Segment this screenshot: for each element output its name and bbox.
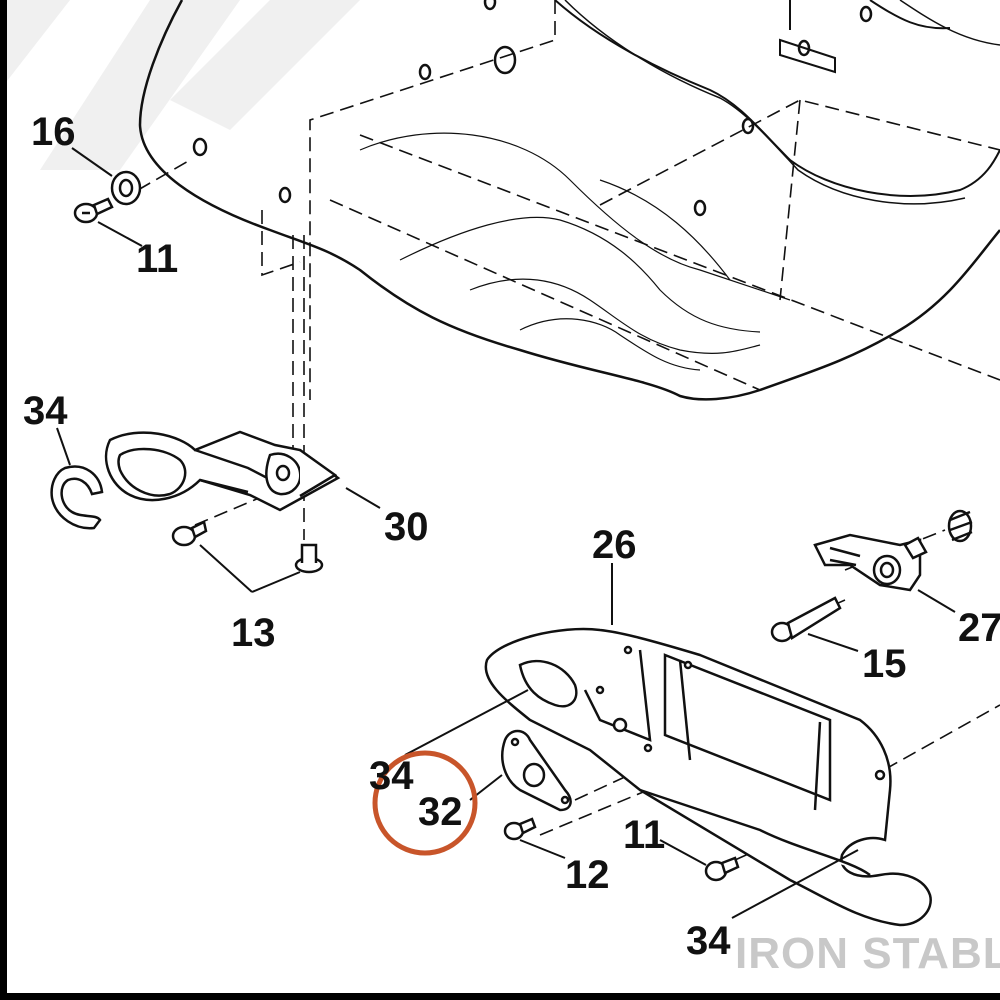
callout-34-left: 34	[23, 389, 68, 433]
assembly-lines	[137, 0, 1000, 861]
washer-16	[110, 170, 142, 206]
callout-12: 12	[565, 853, 610, 897]
callout-30: 30	[384, 505, 429, 549]
spring	[947, 509, 973, 543]
callout-16: 16	[31, 110, 76, 154]
highlight-circle	[372, 750, 478, 856]
callout-labels: 16 11 34 30 13 26 27 15 34 32 11 12 34	[23, 110, 1000, 963]
callout-27: 27	[958, 606, 1000, 650]
watermark-text: IRON STABLE	[735, 929, 1000, 978]
screws-13	[171, 520, 324, 574]
callout-11-bottom: 11	[623, 813, 665, 857]
callout-13: 13	[231, 611, 276, 655]
callout-34-middle: 34	[369, 754, 414, 798]
bracket-26	[484, 627, 932, 927]
callout-32: 32	[418, 790, 463, 834]
plate-32	[501, 729, 572, 812]
callout-15: 15	[862, 642, 907, 686]
leader-lines	[56, 147, 956, 919]
callout-34-bottom: 34	[686, 919, 731, 963]
clip-34-left	[50, 465, 104, 530]
callout-11-top: 11	[136, 237, 178, 281]
fairing-panel	[138, 0, 1000, 401]
bolt-15	[770, 596, 842, 643]
hook-bracket-30	[104, 430, 341, 512]
callout-26: 26	[592, 523, 637, 567]
background-stripes	[0, 0, 360, 170]
latch-27	[813, 533, 928, 592]
screw-11-top	[73, 197, 114, 224]
screws-bottom	[503, 817, 740, 882]
